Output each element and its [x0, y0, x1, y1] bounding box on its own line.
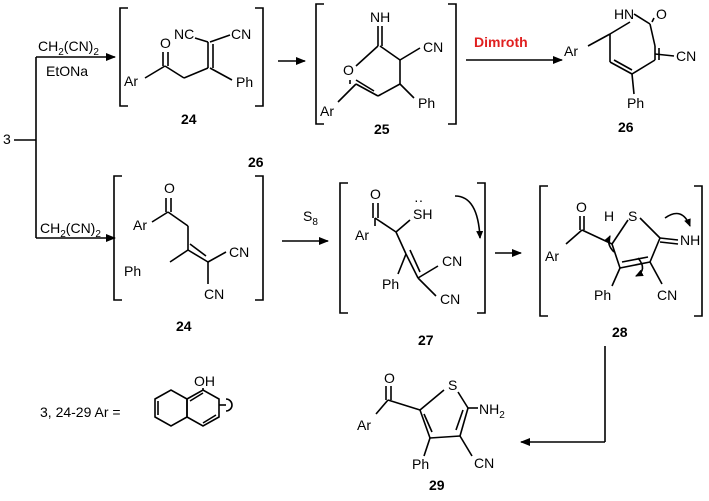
arrow-28-to-29	[520, 346, 606, 446]
atom-nh: NH	[680, 232, 700, 248]
start-label: 3	[3, 131, 11, 147]
compound-number: 26	[618, 119, 634, 135]
branch-lines	[14, 53, 116, 242]
legend-text: 3, 24-29 Ar =	[40, 404, 121, 420]
atom-h: H	[604, 208, 614, 224]
atom-ar: Ar	[124, 73, 138, 89]
atom-ph: Ph	[418, 95, 435, 111]
compound-number: 24	[181, 111, 197, 127]
atom-cn: CN	[657, 287, 677, 303]
atom-ph: Ph	[594, 287, 611, 303]
compound-number: 27	[418, 332, 434, 348]
atom-cn: CN	[676, 48, 696, 64]
compound-27: O ·· SH Ar Ph CN CN 27	[339, 182, 486, 348]
lone-pair: ··	[414, 192, 423, 208]
dimroth-label: Dimroth	[474, 34, 528, 50]
reagent-sulfur: S8	[303, 208, 318, 228]
atom-o: O	[576, 199, 587, 215]
atom-o: O	[370, 186, 381, 202]
atom-sh: SH	[413, 206, 432, 222]
atom-o: O	[160, 35, 171, 51]
atom-ph: Ph	[382, 276, 399, 292]
atom-o: O	[343, 62, 354, 78]
atom-ar: Ar	[545, 248, 559, 264]
atom-ph: Ph	[124, 263, 141, 279]
atom-cn-1: CN	[229, 244, 249, 260]
atom-cn: CN	[231, 26, 251, 42]
atom-ph: Ph	[412, 456, 429, 472]
atom-cn-2: CN	[440, 291, 460, 307]
atom-ar: Ar	[133, 217, 147, 233]
compound-24-top: O NC CN Ar Ph 24	[119, 7, 264, 127]
atom-cn-1: CN	[442, 253, 462, 269]
atom-o: O	[384, 370, 395, 386]
legend-oh: OH	[194, 373, 215, 389]
atom-ar: Ar	[355, 227, 369, 243]
atom-ar: Ar	[357, 417, 371, 433]
atom-h: H	[614, 6, 624, 22]
atom-s: S	[628, 208, 637, 224]
reagent-base: EtONa	[46, 63, 88, 79]
compound-24-bottom: O Ar Ph CN CN 24	[113, 175, 264, 334]
atom-s: S	[448, 377, 457, 393]
atom-o: O	[656, 6, 667, 22]
reagent-malononitrile-bottom: CH2(CN)2	[40, 220, 101, 240]
atom-nh2: NH2	[479, 401, 505, 421]
atom-n: N	[624, 6, 634, 22]
compound-26: H N O Ar CN Ph 26	[564, 6, 696, 135]
atom-ph: Ph	[236, 74, 253, 90]
compound-26-label-extra: 26	[248, 154, 264, 170]
reagent-malononitrile-top: CH2(CN)2	[38, 38, 99, 58]
compound-28: O H S NH Ar Ph CN 28	[539, 185, 703, 340]
atom-nc: NC	[174, 26, 194, 42]
atom-o: O	[164, 180, 175, 196]
atom-cn: CN	[423, 39, 443, 55]
atom-ar: Ar	[320, 103, 334, 119]
atom-nh: NH	[370, 9, 390, 25]
compound-number: 28	[612, 324, 628, 340]
compound-number: 25	[374, 121, 390, 137]
compound-25: NH CN O Ar Ph 25	[315, 3, 457, 137]
atom-cn-2: CN	[204, 286, 224, 302]
legend-ar: 3, 24-29 Ar = OH	[40, 373, 233, 427]
compound-number: 29	[429, 477, 445, 493]
atom-ar: Ar	[564, 43, 578, 59]
compound-29: O S NH2 Ar Ph CN 29	[357, 370, 505, 493]
atom-ph: Ph	[627, 95, 644, 111]
compound-number: 24	[176, 318, 192, 334]
atom-cn: CN	[474, 455, 494, 471]
